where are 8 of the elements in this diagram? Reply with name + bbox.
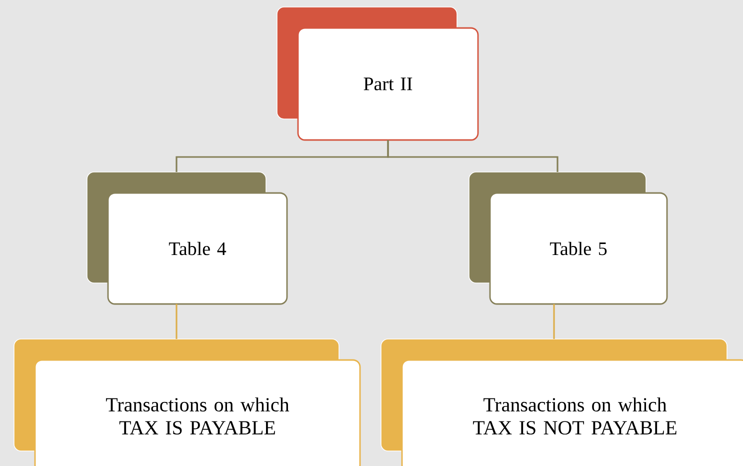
stacked-card-box: Transactions on which TAX IS PAYABLE	[14, 338, 361, 466]
stacked-card-box: Table 5	[468, 172, 668, 305]
connector-line	[387, 140, 558, 172]
stacked-card-box: Table 4	[86, 172, 288, 305]
stacked-card-box: Transactions on which TAX IS NOT PAYABLE	[380, 338, 743, 466]
connector-line	[176, 304, 178, 339]
stacked-card-box: Part II	[276, 6, 479, 141]
connector-line	[553, 304, 555, 339]
